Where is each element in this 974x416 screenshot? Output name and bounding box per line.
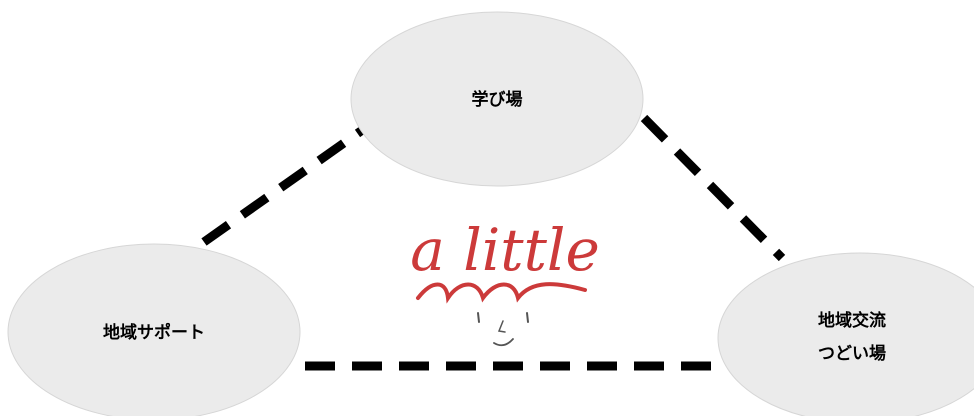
node-chiiki-support-shape xyxy=(7,243,301,416)
connector-top-left xyxy=(201,122,371,246)
node-manabiba: 学び場 xyxy=(350,11,644,187)
node-chiiki-support: 地域サポート xyxy=(7,243,301,416)
connector-top-right xyxy=(640,114,786,262)
a-little-logo: a little xyxy=(410,200,600,360)
node-manabiba-shape xyxy=(350,11,644,187)
node-chiiki-koryu-label-line1: 地域交流 xyxy=(818,310,886,331)
node-chiiki-koryu-label-line2: つどい場 xyxy=(818,344,886,364)
logo-background xyxy=(410,200,600,360)
wave-hair-icon xyxy=(416,282,587,304)
face-icon xyxy=(477,312,529,347)
node-manabiba-label: 学び場 xyxy=(472,89,523,110)
node-chiiki-support-label: 地域サポート xyxy=(103,322,205,343)
logo-wordmark: a little xyxy=(410,216,600,284)
node-chiiki-koryu-shape xyxy=(717,252,974,416)
node-chiiki-koryu: 地域交流 つどい場 xyxy=(717,252,974,416)
